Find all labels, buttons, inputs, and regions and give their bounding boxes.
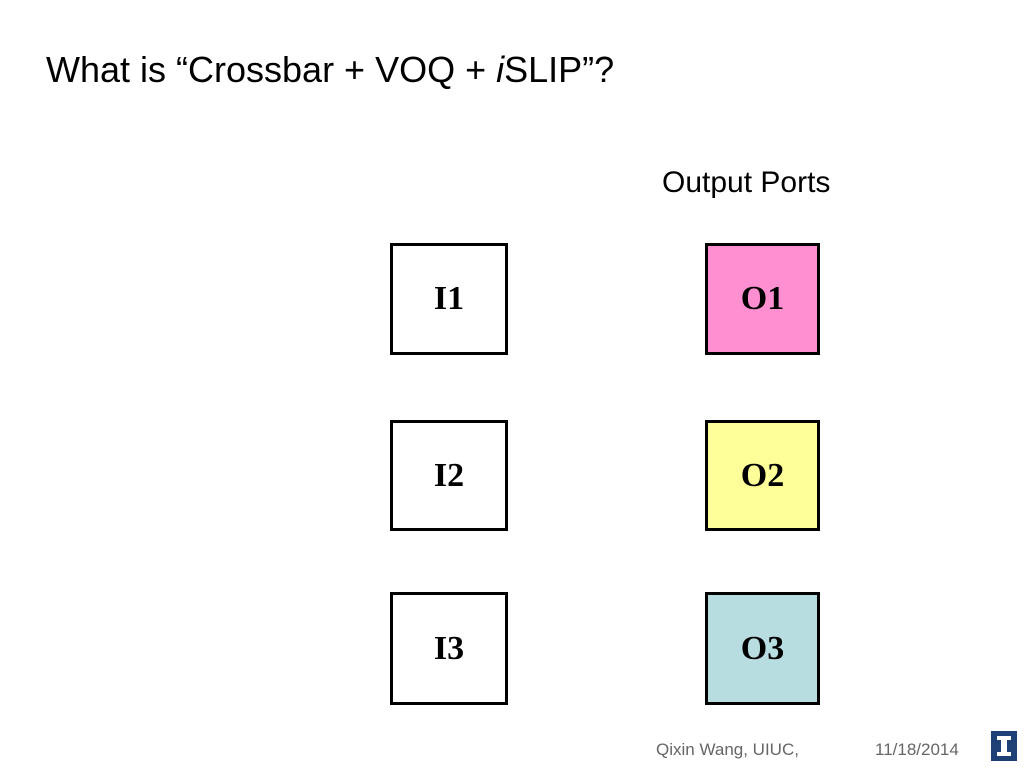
footer-date: 11/18/2014	[875, 740, 959, 759]
input-port-label-2: I2	[433, 456, 465, 494]
output-port-label-1: O1	[740, 280, 785, 317]
input-port-box-1: I1	[390, 243, 508, 355]
output-port-label-3: O3	[740, 629, 785, 667]
output-port-box-2: O2	[705, 420, 820, 531]
output-port-label-2: O2	[740, 456, 785, 494]
input-port-box-3: I3	[390, 592, 508, 705]
title-italic: i	[496, 49, 505, 90]
output-ports-label: Output Ports	[662, 166, 831, 199]
university-logo-icon	[991, 731, 1017, 761]
slide-title: What is “Crossbar + VOQ + iSLIP”?	[46, 44, 614, 96]
footer-author: Qixin Wang, UIUC,	[656, 740, 799, 759]
output-port-box-3: O3	[705, 592, 820, 705]
input-port-label-1: I1	[433, 280, 465, 317]
output-port-box-1: O1	[705, 243, 820, 355]
title-suffix: SLIP”?	[504, 49, 615, 90]
input-port-box-2: I2	[390, 420, 508, 531]
input-port-label-3: I3	[433, 629, 465, 667]
title-prefix: What is “Crossbar + VOQ +	[46, 49, 497, 90]
